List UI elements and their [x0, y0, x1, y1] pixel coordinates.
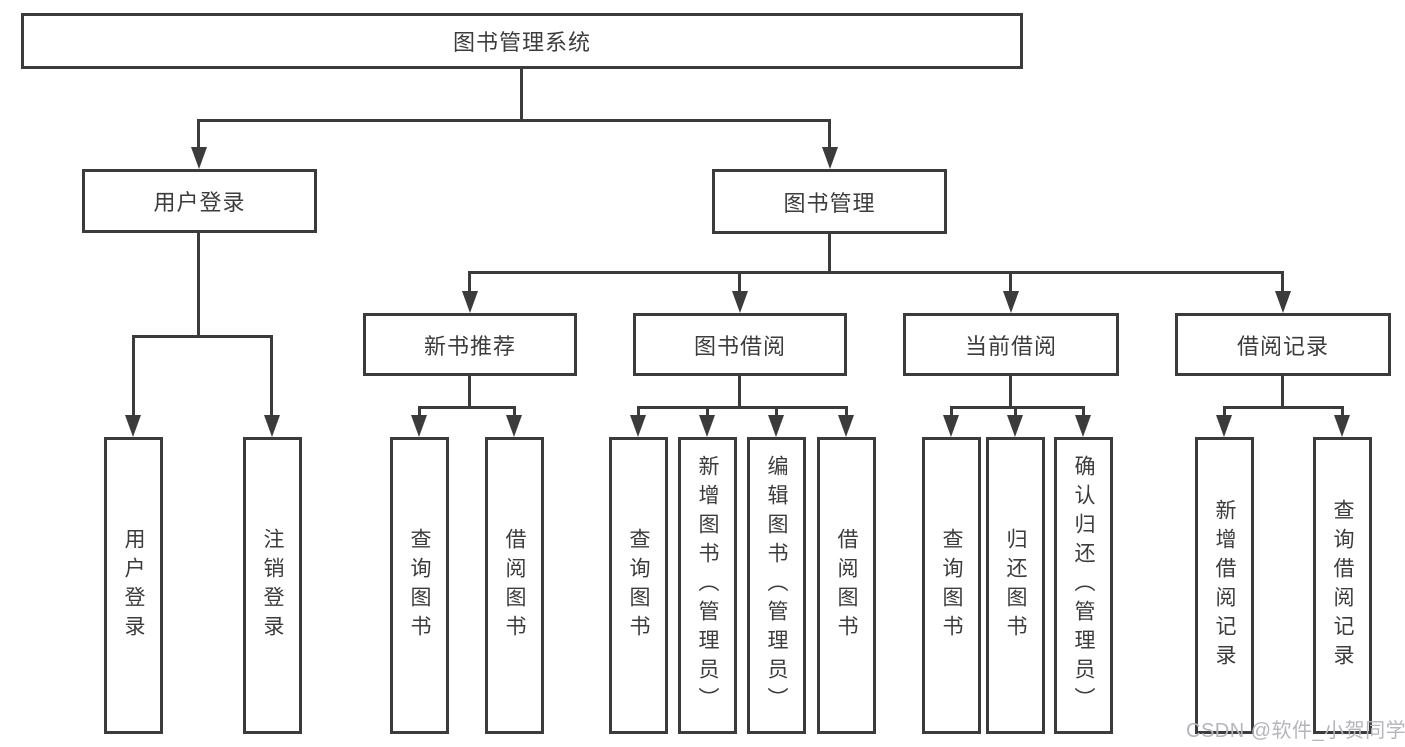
connector-drop-leaf — [845, 406, 848, 419]
leaf-newbooks-query-books: 查询图书 — [390, 437, 449, 734]
connector-drop-new-books — [468, 271, 471, 297]
leaf-borrow-edit-books: 编辑图书（管理员） — [747, 437, 806, 734]
connector-l2-split — [197, 119, 831, 122]
connector-drop-leaf — [513, 406, 516, 419]
arrowhead-down-icon — [1007, 415, 1023, 437]
arrowhead-down-icon — [125, 415, 141, 437]
connector-drop-leaf — [1223, 406, 1226, 419]
connector-drop-book-borrow — [738, 271, 741, 297]
arrowhead-down-icon — [838, 415, 854, 437]
leaf-records-add-record: 新增借阅记录 — [1195, 437, 1254, 734]
arrowhead-down-icon — [411, 415, 427, 437]
leaf-borrow-add-books: 新增图书（管理员） — [678, 437, 737, 734]
leaf-current-query-books: 查询图书 — [922, 437, 981, 734]
arrowhead-down-icon — [699, 415, 715, 437]
node-book-borrow: 图书借阅 — [633, 313, 847, 376]
watermark: CSDN @软件_小贺同学 — [1186, 720, 1405, 742]
connector-borrow-records-stub — [1281, 374, 1284, 408]
connector-login-split — [132, 335, 273, 338]
node-new-book-recommend: 新书推荐 — [363, 313, 577, 376]
leaf-current-confirm-return: 确认归还（管理员） — [1054, 437, 1113, 734]
node-current-borrow: 当前借阅 — [903, 313, 1119, 376]
arrowhead-down-icon — [1075, 415, 1091, 437]
connector-drop-leaf — [1341, 406, 1344, 419]
leaf-user-login: 用户登录 — [104, 437, 163, 734]
arrowhead-down-icon — [822, 147, 838, 169]
leaf-records-query-record: 查询借阅记录 — [1313, 437, 1372, 734]
arrowhead-down-icon — [630, 415, 646, 437]
connector-drop-leaf — [1082, 406, 1085, 419]
leaf-borrow-query-books: 查询图书 — [609, 437, 668, 734]
connector-borrow-records-split — [1223, 406, 1344, 409]
arrowhead-down-icon — [264, 415, 280, 437]
arrowhead-down-icon — [943, 415, 959, 437]
arrowhead-down-icon — [506, 415, 522, 437]
node-root: 图书管理系统 — [21, 13, 1023, 69]
connector-book-mgmt-stub — [828, 232, 831, 273]
node-user-login: 用户登录 — [82, 169, 317, 233]
connector-drop-leaf — [270, 335, 273, 419]
node-borrow-records: 借阅记录 — [1175, 313, 1391, 376]
arrowhead-down-icon — [191, 147, 207, 169]
connector-root-stub — [520, 69, 523, 121]
connector-drop-leaf — [418, 406, 421, 419]
connector-current-borrow-split — [950, 406, 1085, 409]
connector-book-borrow-stub — [738, 374, 741, 408]
connector-drop-leaf — [1014, 406, 1017, 419]
arrowhead-down-icon — [1216, 415, 1232, 437]
arrowhead-down-icon — [1003, 291, 1019, 313]
node-book-management: 图书管理 — [712, 169, 947, 234]
leaf-newbooks-borrow-books: 借阅图书 — [485, 437, 544, 734]
leaf-current-return-books: 归还图书 — [986, 437, 1045, 734]
connector-l3-split — [468, 271, 1284, 274]
connector-user-login-stub — [197, 232, 200, 337]
connector-drop-leaf — [775, 406, 778, 419]
leaf-borrow-borrow-books: 借阅图书 — [817, 437, 876, 734]
connector-drop-leaf — [706, 406, 709, 419]
connector-current-borrow-stub — [1009, 374, 1012, 408]
connector-drop-leaf — [950, 406, 953, 419]
connector-book-borrow-split — [637, 406, 848, 409]
connector-new-books-split — [418, 406, 516, 409]
connector-drop-borrow-records — [1281, 271, 1284, 297]
connector-drop-current-borrow — [1009, 271, 1012, 297]
arrowhead-down-icon — [1275, 291, 1291, 313]
connector-drop-book-mgmt — [828, 119, 831, 152]
connector-drop-leaf — [637, 406, 640, 419]
arrowhead-down-icon — [732, 291, 748, 313]
arrowhead-down-icon — [462, 291, 478, 313]
connector-new-books-stub — [468, 374, 471, 408]
arrowhead-down-icon — [768, 415, 784, 437]
arrowhead-down-icon — [1334, 415, 1350, 437]
connector-drop-user-login — [197, 119, 200, 152]
connector-drop-leaf — [132, 335, 135, 419]
leaf-logout: 注销登录 — [243, 437, 302, 734]
